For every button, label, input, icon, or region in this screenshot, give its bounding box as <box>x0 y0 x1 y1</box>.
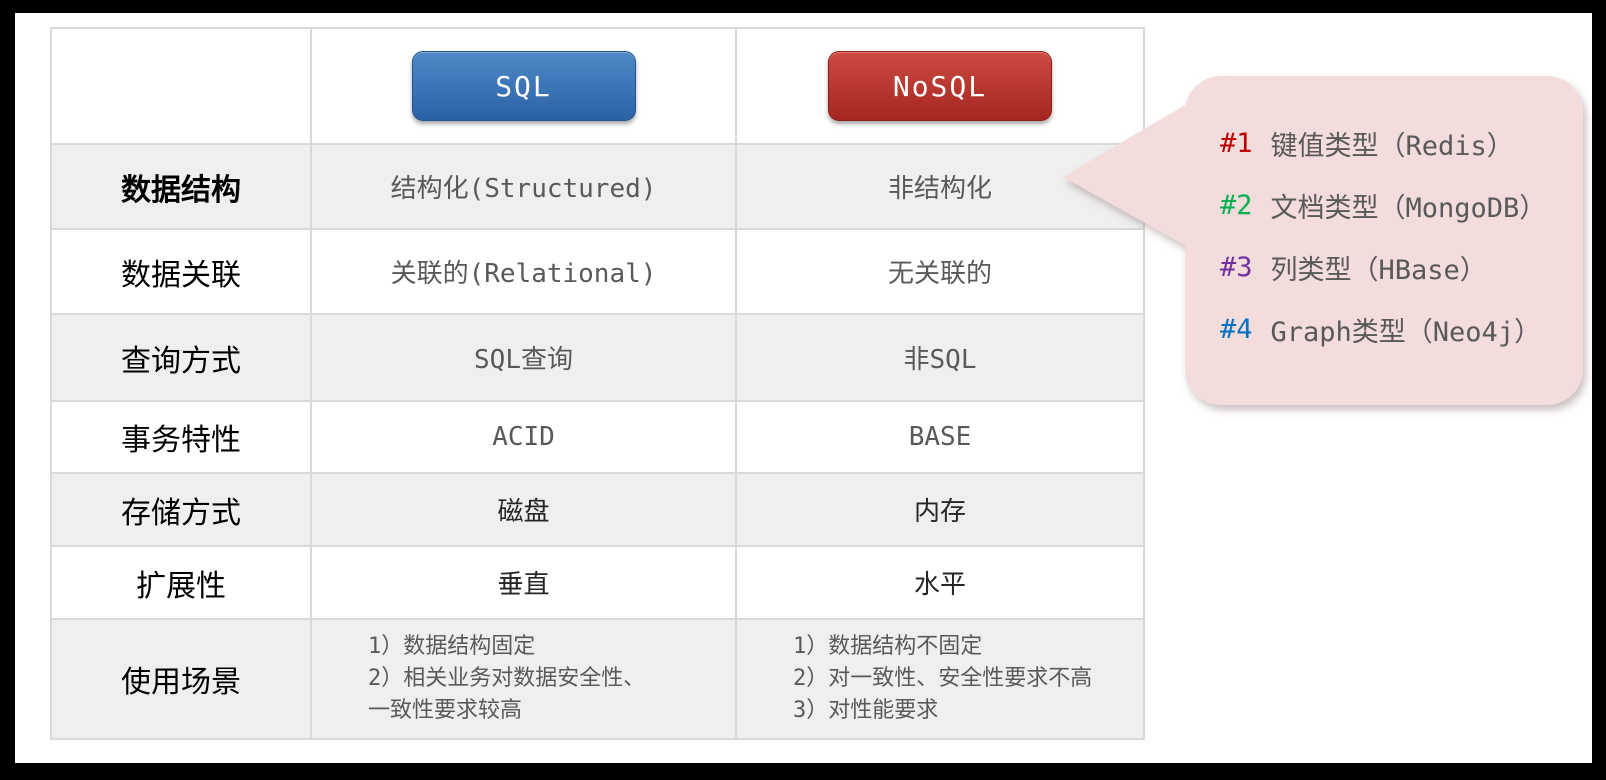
nosql-header-cell: NoSQL <box>735 27 1145 145</box>
nosql-cell: BASE <box>735 400 1145 474</box>
list-item: #1 键值类型（Redis） <box>1220 112 1572 174</box>
slide-canvas: SQL NoSQL 数据结构 结构化(Structured) 非结构化 数据关联… <box>15 13 1592 763</box>
row-label: 使用场景 <box>50 618 312 740</box>
nosql-cell: 内存 <box>735 472 1145 547</box>
item-number-tag: #3 <box>1220 251 1253 283</box>
nosql-types-list: #1 键值类型（Redis） #2 文档类型（MongoDB） #3 列类型（H… <box>1220 112 1572 360</box>
item-text: 文档类型（MongoDB） <box>1270 192 1547 224</box>
sql-cell: 磁盘 <box>310 472 737 547</box>
sql-cell: SQL查询 <box>310 313 737 402</box>
table-row: 数据结构 结构化(Structured) 非结构化 <box>50 143 1145 230</box>
table-row: 查询方式 SQL查询 非SQL <box>50 313 1145 402</box>
nosql-cell: 无关联的 <box>735 228 1145 315</box>
item-text: 键值类型（Redis） <box>1270 130 1514 162</box>
item-number-tag: #4 <box>1220 313 1253 345</box>
sql-header-cell: SQL <box>310 27 737 145</box>
row-label: 数据结构 <box>50 143 312 230</box>
nosql-cell: 水平 <box>735 545 1145 620</box>
sql-cell: 结构化(Structured) <box>310 143 737 230</box>
bubble-body <box>1185 76 1583 405</box>
item-text: Graph类型（Neo4j） <box>1270 316 1542 348</box>
item-number-tag: #2 <box>1220 189 1253 221</box>
list-item: #3 列类型（HBase） <box>1220 236 1572 298</box>
table-row: 扩展性 垂直 水平 <box>50 545 1145 620</box>
table-row: 使用场景 1）数据结构固定 2）相关业务对数据安全性、 一致性要求较高 1）数据… <box>50 618 1145 740</box>
table-row: 存储方式 磁盘 内存 <box>50 472 1145 547</box>
row-label: 查询方式 <box>50 313 312 402</box>
speech-bubble <box>1063 76 1583 405</box>
sql-cell: 关联的(Relational) <box>310 228 737 315</box>
item-text: 列类型（HBase） <box>1270 254 1487 286</box>
sql-cell: 1）数据结构固定 2）相关业务对数据安全性、 一致性要求较高 <box>310 618 737 740</box>
row-label: 扩展性 <box>50 545 312 620</box>
corner-cell <box>50 27 312 145</box>
bubble-pointer <box>1063 98 1197 252</box>
sql-nosql-comparison-table: SQL NoSQL 数据结构 结构化(Structured) 非结构化 数据关联… <box>50 27 1145 740</box>
list-item: #2 文档类型（MongoDB） <box>1220 174 1572 236</box>
sql-cell: ACID <box>310 400 737 474</box>
nosql-cell: 非结构化 <box>735 143 1145 230</box>
list-item: #4 Graph类型（Neo4j） <box>1220 298 1572 360</box>
table-header-row: SQL NoSQL <box>50 27 1145 145</box>
table-row: 事务特性 ACID BASE <box>50 400 1145 474</box>
table-row: 数据关联 关联的(Relational) 无关联的 <box>50 228 1145 315</box>
sql-header-button: SQL <box>411 51 636 121</box>
nosql-cell: 非SQL <box>735 313 1145 402</box>
item-number-tag: #1 <box>1220 127 1253 159</box>
row-label: 事务特性 <box>50 400 312 474</box>
row-label: 数据关联 <box>50 228 312 315</box>
sql-cell: 垂直 <box>310 545 737 620</box>
nosql-header-button: NoSQL <box>828 51 1052 121</box>
row-label: 存储方式 <box>50 472 312 547</box>
nosql-cell: 1）数据结构不固定 2）对一致性、安全性要求不高 3）对性能要求 <box>735 618 1145 740</box>
